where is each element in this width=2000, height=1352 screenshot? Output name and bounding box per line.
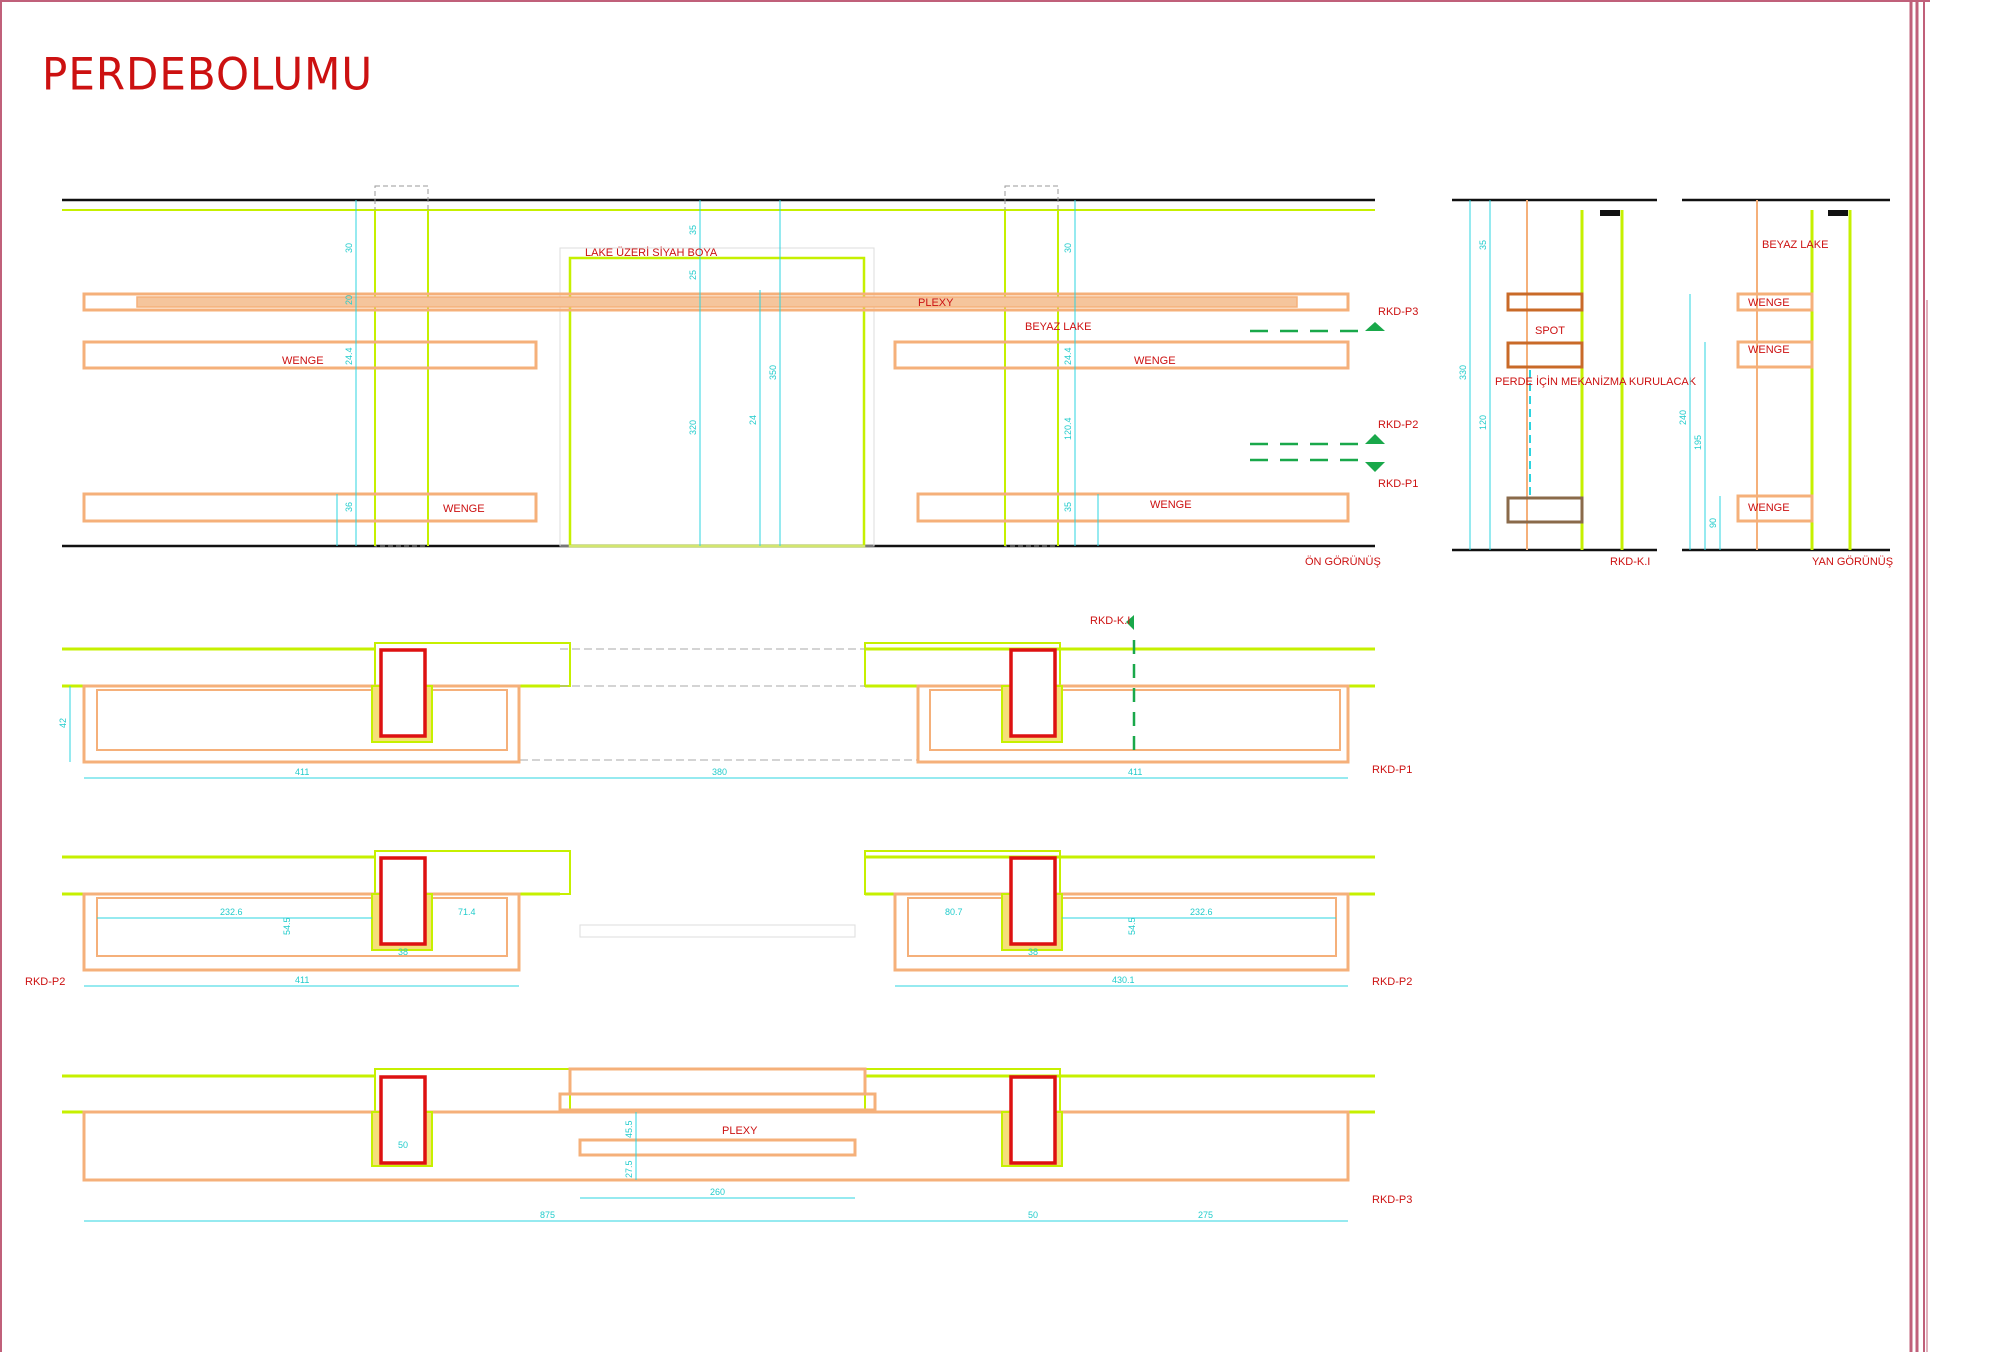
sheet-border [0,0,1930,1352]
rail-icon [1828,210,1848,216]
material-label: BEYAZ LAKE [1025,321,1091,333]
front-dimensions: 30 20 24.4 36 35 25 320 24 350 30 24.4 1… [344,225,1073,512]
dim-label: 50 [398,1140,408,1150]
dim-label: 120 [1478,415,1488,430]
dim-label: 38 [1028,947,1038,957]
dim-label: 20 [344,295,354,305]
dim-label: 411 [295,767,309,777]
dim-label: 90 [1708,518,1718,528]
marker-p3: RKD-P3 [1378,306,1418,318]
column-red [1009,648,1057,738]
dim-label: 42 [58,718,68,728]
dim-label: 411 [1128,767,1142,777]
material-label: WENGE [443,503,485,515]
material-label: WENGE [1150,499,1192,511]
front-elevation [62,185,1375,548]
section-k1-view: 35 120 330 SPOT PERDE İÇİN MEKANİZMA KUR… [1452,198,1697,568]
dim-label: 320 [688,420,698,435]
dim-label: 27.5 [624,1160,634,1178]
plan-label-p1: RKD-P1 [1372,764,1412,776]
dim-label: 330 [1458,365,1468,380]
marker-p2: RKD-P2 [1378,419,1418,431]
column-red [379,1075,427,1165]
dim-label: 232.6 [1190,907,1213,917]
dim-label: 80.7 [945,907,963,917]
column-red [379,648,427,738]
dim-label: 35 [688,225,698,235]
plan-label-p2-right: RKD-P2 [1372,976,1412,988]
dim-label: 350 [768,365,778,380]
front-material-labels: LAKE ÜZERİ SİYAH BOYA PLEXY BEYAZ LAKE W… [282,246,1381,568]
dim-label: 24 [748,415,758,425]
dim-label: 24.4 [344,347,354,365]
dim-label: 260 [710,1187,725,1197]
view-label-section: RKD-K.I [1610,556,1650,568]
material-label: WENGE [282,355,324,367]
dim-label: 30 [1063,243,1073,253]
dim-label: 71.4 [458,907,476,917]
dim-label: 30 [344,243,354,253]
dim-label: 195 [1693,435,1703,450]
dim-label: 875 [540,1210,555,1220]
column-red [379,856,427,946]
dim-label: 36 [344,502,354,512]
plan-p1: 411 380 411 42 RKD-K.I RKD-P1 [58,615,1412,779]
dim-label: 240 [1678,410,1688,425]
material-label: PLEXY [918,297,954,309]
plan-label-p3: RKD-P3 [1372,1194,1412,1206]
dim-label: 38 [398,947,408,957]
column-red [1009,856,1057,946]
dim-label: 24.4 [1063,347,1073,365]
dim-label: 35 [1478,240,1488,250]
marker-p1: RKD-P1 [1378,478,1418,490]
view-label-side: YAN GÖRÜNÜŞ [1812,556,1893,568]
plan-label-p2-left: RKD-P2 [25,976,65,988]
material-label: BEYAZ LAKE [1762,239,1828,251]
dim-label: 275 [1198,1210,1213,1220]
dim-label: 380 [712,767,727,777]
dim-label: 232.6 [220,907,243,917]
plan-p3: 50 260 45.5 27.5 875 50 275 PLEXY RKD-P3 [62,1067,1412,1222]
plan-p2: 232.6 54.5 71.4 38 411 80.7 38 54.5 232.… [25,850,1412,988]
dim-label: 54.5 [282,917,292,935]
section-arrow-icon [1365,462,1385,472]
dim-label: 430.1 [1112,975,1135,985]
dim-label: 54.5 [1127,917,1137,935]
material-label: PERDE İÇİN MEKANİZMA KURULACAK [1495,375,1697,388]
dim-label: 120.4 [1063,417,1073,440]
column-red [1009,1075,1057,1165]
section-arrow-icon [1365,434,1385,444]
section-markers: RKD-P3 RKD-P2 RKD-P1 [1250,306,1418,490]
dim-label: 50 [1028,1210,1038,1220]
material-label: PLEXY [722,1125,758,1137]
marker-k1: RKD-K.I [1090,615,1130,627]
dim-label: 35 [1063,502,1073,512]
side-view: 240 195 90 BEYAZ LAKE WENGE WENGE WENGE … [1678,198,1893,568]
material-label: WENGE [1748,344,1790,356]
dim-label: 411 [295,975,309,985]
section-arrow-icon [1365,322,1385,331]
dim-label: 25 [688,270,698,280]
rail-icon [1600,210,1620,216]
view-label-front: ÖN GÖRÜNÜŞ [1305,556,1381,568]
material-label: WENGE [1134,355,1176,367]
dim-label: 45.5 [624,1120,634,1138]
material-label: WENGE [1748,502,1790,514]
material-label: LAKE ÜZERİ SİYAH BOYA [585,246,718,259]
material-label: SPOT [1535,325,1565,337]
page-title: PERDEBOLUMU [42,48,374,101]
material-label: WENGE [1748,297,1790,309]
section-arrow-icon [1126,615,1134,630]
